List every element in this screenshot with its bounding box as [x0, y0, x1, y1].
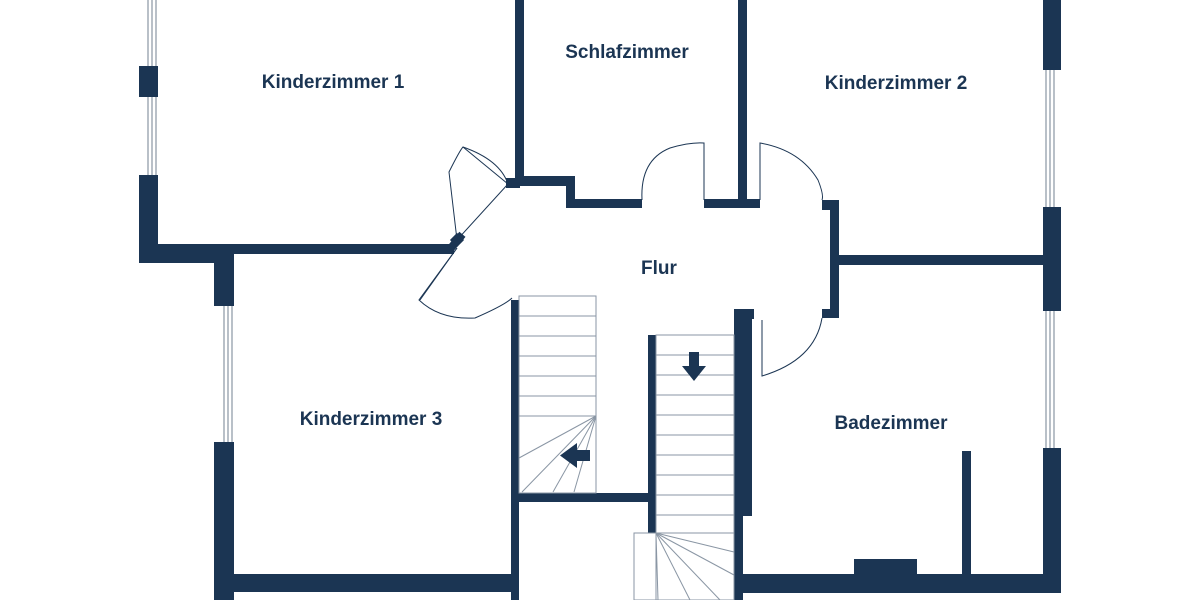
room-label-kinderzimmer-3: Kinderzimmer 3	[300, 409, 443, 430]
room-label-kinderzimmer-2: Kinderzimmer 2	[825, 73, 968, 94]
room-label-flur: Flur	[641, 258, 677, 279]
windows	[147, 0, 1055, 448]
room-label-schlafzimmer: Schlafzimmer	[565, 42, 689, 63]
room-label-kinderzimmer-1: Kinderzimmer 1	[262, 72, 405, 93]
doors	[418, 142, 823, 377]
staircase-right	[633, 334, 735, 600]
walls	[139, 0, 1061, 600]
staircase-left	[518, 295, 597, 494]
room-label-badezimmer: Badezimmer	[835, 413, 949, 434]
room-labels: Kinderzimmer 1 Schlafzimmer Kinderzimmer…	[262, 42, 968, 434]
stair-direction-arrow-icon	[560, 352, 706, 468]
